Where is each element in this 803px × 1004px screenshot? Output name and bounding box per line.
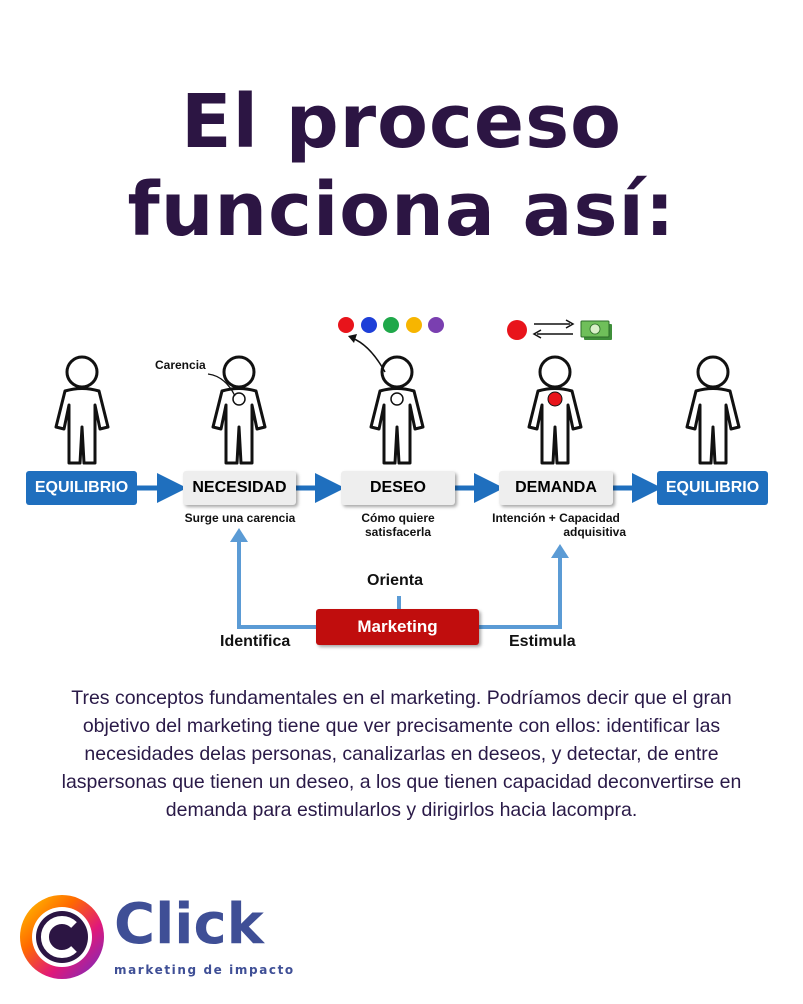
money-icon xyxy=(580,320,612,340)
desire-curved-arrow xyxy=(351,337,386,373)
page-title: El proceso funciona así: xyxy=(0,78,803,254)
desire-options-dots xyxy=(338,317,444,333)
marketing-box: Marketing xyxy=(316,609,479,645)
deseo-subtitle-line-2: satisfacerla xyxy=(364,525,432,539)
deseo-subtitle: Cómo quiere satisfacerla xyxy=(340,511,456,539)
stage-equilibrio-start: EQUILIBRIO xyxy=(26,471,137,505)
deseo-subtitle-line-1: Cómo quiere xyxy=(361,511,435,525)
title-line-1: El proceso xyxy=(181,79,622,165)
marketing-arrows xyxy=(230,528,569,629)
demanda-subtitle-line-2: adquisitiva xyxy=(563,525,626,539)
stage-demanda: DEMANDA xyxy=(499,471,613,505)
exchange-group xyxy=(507,319,612,340)
stage-equilibrio-end: EQUILIBRIO xyxy=(657,471,768,505)
title-line-2: funciona así: xyxy=(127,167,676,253)
brand-name: Click xyxy=(114,892,264,957)
identifica-label: Identifica xyxy=(220,633,291,650)
person-figure-1 xyxy=(54,355,110,465)
stage-necesidad: NECESIDAD xyxy=(183,471,296,505)
carencia-label: Carencia xyxy=(155,358,206,372)
c-letter-gradient-logo-icon xyxy=(20,895,104,979)
stage-deseo: DESEO xyxy=(341,471,455,505)
orienta-label: Orienta xyxy=(367,572,424,589)
person-figure-2 xyxy=(211,355,267,465)
brand-tagline: marketing de impacto xyxy=(114,963,295,977)
necesidad-subtitle: Surge una carencia xyxy=(184,511,296,525)
demanda-subtitle-line-1: Intención + Capacidad xyxy=(492,511,620,525)
person-figure-5 xyxy=(685,355,741,465)
person-figure-4 xyxy=(527,355,583,465)
estimula-label: Estimula xyxy=(509,633,576,650)
description-paragraph: Tres conceptos fundamentales en el marke… xyxy=(61,687,742,821)
demanda-subtitle: Intención + Capacidad adquisitiva xyxy=(486,511,626,539)
carencia-pointer xyxy=(207,373,236,397)
person-figure-3 xyxy=(369,355,425,465)
